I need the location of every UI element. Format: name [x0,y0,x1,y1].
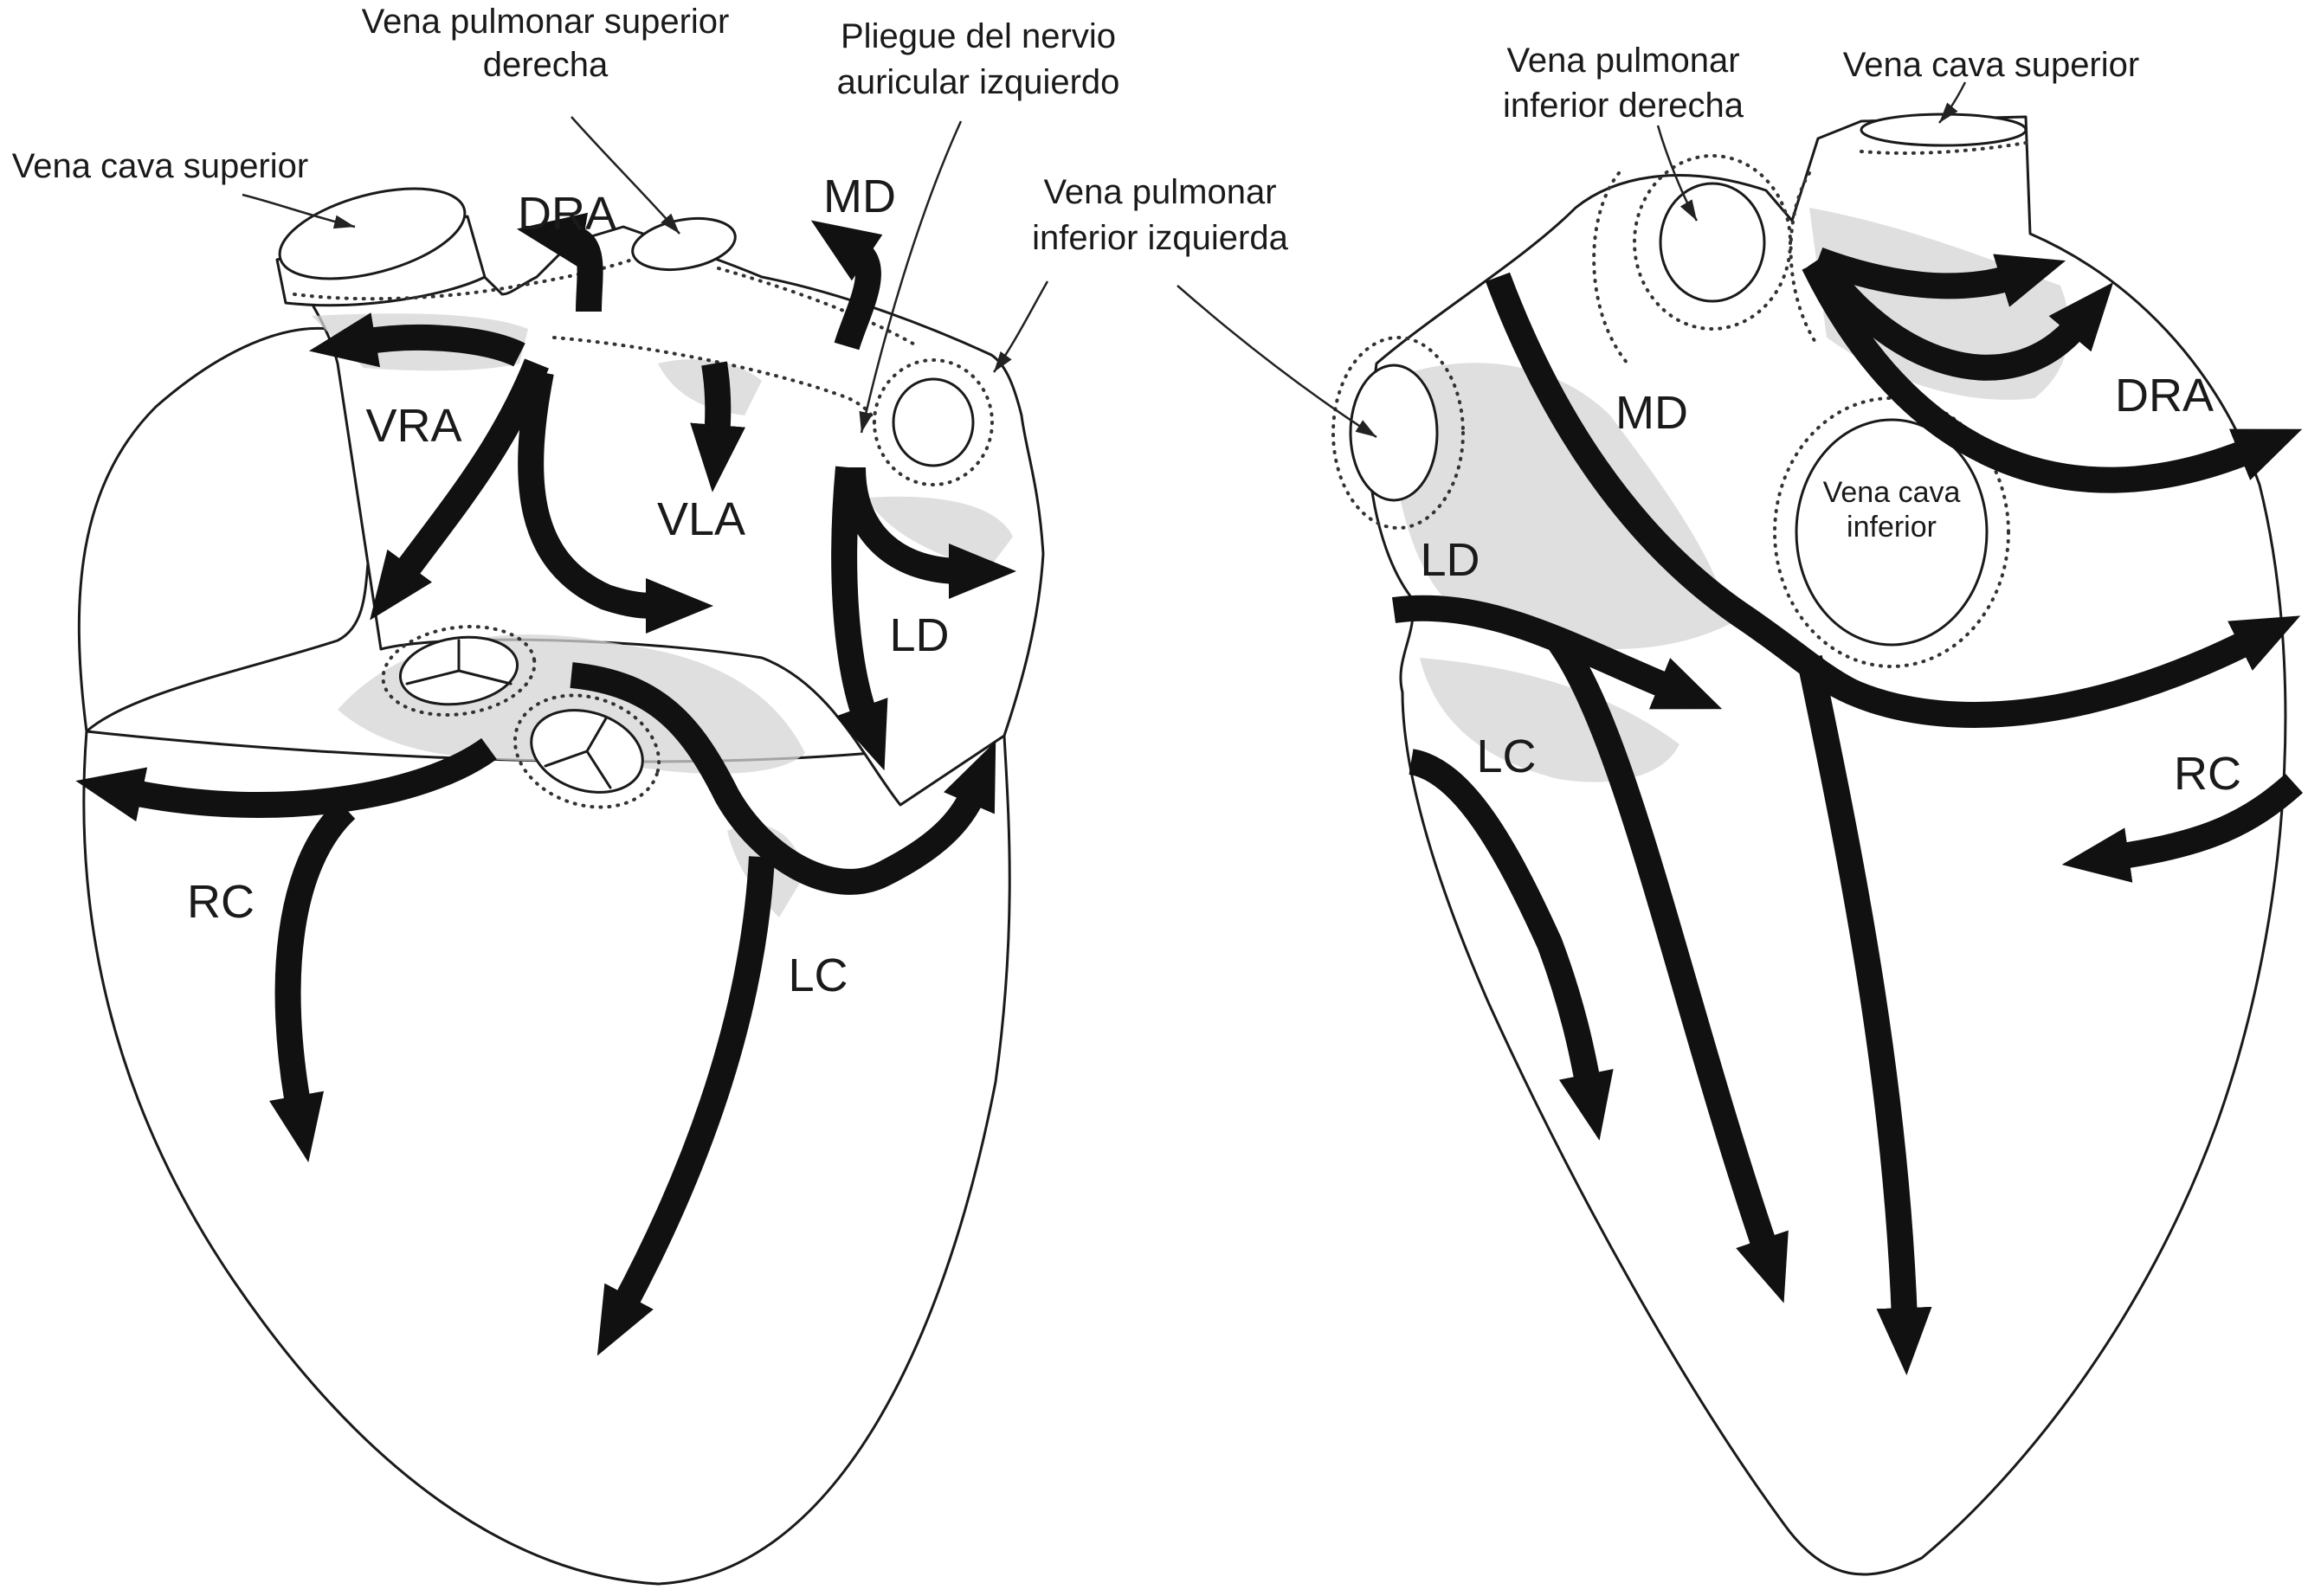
pulmonary-valve-ring [513,693,661,809]
post-route-rc [2061,773,2304,883]
label-post-svc: Vena cava superior [1843,46,2139,84]
post-route-md-right [1828,615,2301,728]
anterior-ventricles [82,730,1011,1586]
label-post-md: MD [1615,387,1688,439]
ant-route-lc-main [570,662,996,895]
label-ant-rspv-2: derecha [483,46,609,84]
ant-route-vra-a [308,312,525,368]
ant-route-md [810,220,883,351]
label-ant-fold-2: auricular izquierdo [837,63,1120,101]
label-ant-ld: LD [889,609,949,661]
ant-route-lc-down [596,856,775,1356]
lipv-opening [892,377,975,467]
post-ripv-opening [1659,182,1766,303]
pulmonary-valve-cusps [544,717,612,789]
ant-dotted-seam-3 [717,267,919,348]
ant-route-rc [75,737,497,822]
ant-dotted-seam-2 [552,336,876,426]
post-route-dra-b [1807,252,2114,381]
label-ant-lipv-1: Vena pulmonar [1043,173,1276,211]
label-post-lc: LC [1476,730,1536,782]
post-route-dra-c [1802,258,2303,493]
label-post-rc: RC [2174,748,2241,800]
leader-post-lipv [1177,285,1377,439]
label-ant-lipv-2: inferior izquierda [1032,219,1288,257]
ant-route-rc-branch [269,800,356,1163]
leader-ant-svc [242,193,356,229]
label-ant-rspv-1: Vena pulmonar superior [362,3,730,41]
post-shading-1 [1385,363,1731,649]
aortic-valve-cusps [405,639,513,685]
label-ant-dra: DRA [518,188,616,240]
post-route-md-down [1796,654,1932,1375]
ant-route-ld-b [831,466,888,771]
post-lipv-opening [1349,364,1439,502]
label-post-ld: LD [1420,534,1480,586]
leader-post-ripv [1656,125,1699,222]
label-ant-lc: LC [788,949,848,1001]
leader-post-svc [1938,81,1967,124]
post-route-ld-down [1547,633,1789,1303]
label-ant-rc: RC [187,876,255,928]
leader-ant-fold [859,120,963,434]
label-ant-vra: VRA [365,400,461,452]
post-dotted-arc-2 [1789,171,1820,348]
ant-route-vra-c [518,370,713,634]
post-route-lc [1408,749,1614,1141]
rspv-opening [631,217,737,271]
label-post-ripv-1: Vena pulmonar [1506,42,1739,80]
post-lipv-dots [1331,336,1465,530]
label-post-ripv-2: inferior derecha [1503,87,1744,125]
post-svc-dots [1860,141,2028,155]
posterior-heart-view [1177,81,2304,1576]
ant-route-vla [690,361,746,492]
label-post-dra: DRA [2115,370,2214,422]
ant-route-vra-b [370,358,549,621]
label-post-ivc-2: inferior [1847,511,1937,544]
leader-ant-lipv [992,280,1049,373]
labels: Vena cava superior Vena pulmonar superio… [12,3,2241,1001]
ant-dotted-seam-1 [293,258,634,301]
aortic-valve-ring [381,624,537,718]
label-post-ivc-1: Vena cava [1823,476,1961,509]
label-ant-fold-1: Pliegue del nervio [841,17,1116,55]
label-ant-svc: Vena cava superior [12,147,308,185]
post-ivc-dots [1773,396,2010,668]
svc-opening [278,187,467,280]
label-ant-vla: VLA [657,493,745,545]
post-route-dra-a [1813,247,2066,307]
anterior-heart-view [75,116,1049,1586]
post-ivc-opening [1795,418,1989,647]
post-dotted-arc-1 [1592,171,1629,365]
label-ant-md: MD [823,171,896,222]
post-ripv-dots [1633,154,1792,331]
post-route-ld [1391,595,1723,710]
leader-ant-rspv [571,116,680,235]
right-atrial-appendage [77,326,374,733]
ant-route-dra [516,212,603,312]
